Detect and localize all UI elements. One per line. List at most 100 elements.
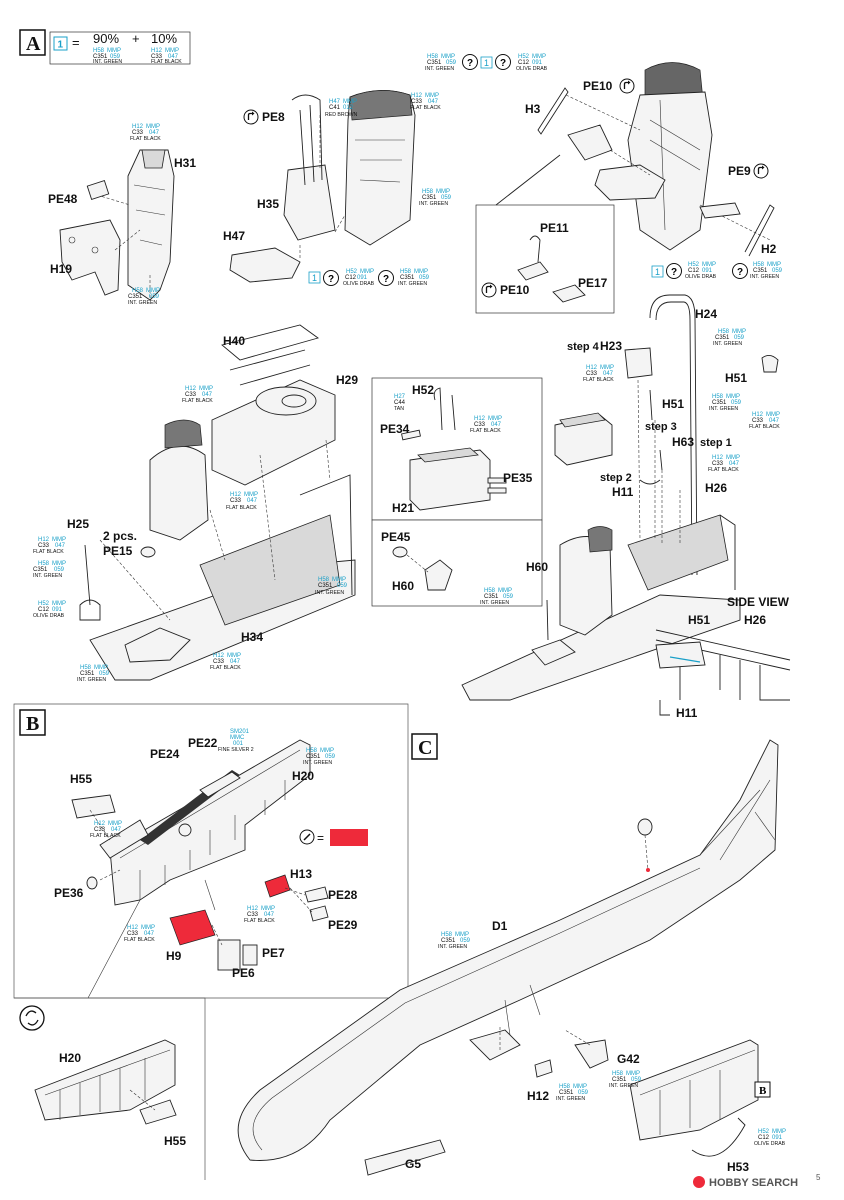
svg-text:MMP: MMP bbox=[320, 748, 334, 754]
svg-text:C33: C33 bbox=[132, 130, 144, 136]
svg-text:1: 1 bbox=[655, 267, 660, 277]
mix-equals: = bbox=[72, 35, 80, 50]
svg-text:H12: H12 bbox=[185, 386, 197, 392]
svg-text:MMP: MMP bbox=[441, 54, 455, 60]
svg-text:H58: H58 bbox=[753, 262, 765, 268]
part-pe17: PE17 bbox=[578, 276, 608, 290]
paint-h52-tan: H27 C44 TAN bbox=[394, 394, 406, 412]
step-3-label: step 3 bbox=[645, 421, 677, 433]
svg-text:C351: C351 bbox=[80, 671, 95, 677]
svg-text:059: 059 bbox=[325, 754, 336, 760]
part-pe10b: PE10 bbox=[500, 283, 530, 297]
svg-text:MMC: MMC bbox=[230, 735, 245, 741]
svg-text:INT. GREEN: INT. GREEN bbox=[419, 201, 448, 207]
part-g5: G5 bbox=[405, 1157, 421, 1171]
svg-text:059: 059 bbox=[503, 594, 514, 600]
svg-text:MMP: MMP bbox=[343, 99, 357, 105]
part-h35: H35 bbox=[257, 197, 279, 211]
mix-plus: + bbox=[132, 31, 140, 46]
mix-percent-2: 10% bbox=[151, 31, 177, 46]
svg-text:MMP: MMP bbox=[498, 588, 512, 594]
svg-text:INT. GREEN: INT. GREEN bbox=[609, 1083, 638, 1089]
part-two-pcs: 2 pcs. bbox=[103, 529, 137, 543]
svg-text:C351: C351 bbox=[400, 275, 415, 281]
svg-text:INT. GREEN: INT. GREEN bbox=[556, 1096, 585, 1102]
mix-step-number: 1 bbox=[58, 40, 64, 51]
svg-text:MMP: MMP bbox=[455, 932, 469, 938]
svg-text:C12: C12 bbox=[345, 275, 357, 281]
svg-text:C351: C351 bbox=[715, 335, 730, 341]
svg-text:059: 059 bbox=[419, 275, 430, 281]
svg-text:OLIVE DRAB: OLIVE DRAB bbox=[685, 274, 717, 280]
svg-text:H58: H58 bbox=[484, 588, 496, 594]
svg-text:C351: C351 bbox=[33, 567, 48, 573]
bend-icon-pe8 bbox=[243, 109, 259, 125]
part-h34: H34 bbox=[241, 630, 263, 644]
svg-text:MMP: MMP bbox=[108, 821, 122, 827]
svg-text:RED BROWN: RED BROWN bbox=[325, 112, 358, 118]
svg-text:C351: C351 bbox=[306, 754, 321, 760]
bend-icon-pe10b bbox=[481, 282, 497, 298]
svg-text:059: 059 bbox=[446, 60, 457, 66]
section-b-ref-box bbox=[754, 1081, 771, 1098]
part-pe24: PE24 bbox=[150, 747, 180, 761]
part-h13: H13 bbox=[290, 867, 312, 881]
svg-text:INT. GREEN: INT. GREEN bbox=[93, 59, 122, 65]
svg-text:059: 059 bbox=[54, 567, 65, 573]
svg-text:012: 012 bbox=[343, 105, 354, 111]
svg-text:?: ? bbox=[328, 274, 334, 285]
svg-text:INT. GREEN: INT. GREEN bbox=[480, 600, 509, 606]
svg-text:C33: C33 bbox=[94, 827, 106, 833]
svg-text:MMP: MMP bbox=[146, 288, 160, 294]
step-4-label: step 4 bbox=[567, 341, 600, 353]
bend-icon-pe10 bbox=[619, 78, 635, 94]
svg-text:H12: H12 bbox=[38, 537, 50, 543]
svg-text:C351: C351 bbox=[422, 195, 437, 201]
svg-text:H12: H12 bbox=[474, 416, 486, 422]
svg-text:MMP: MMP bbox=[626, 1071, 640, 1077]
svg-text:H27: H27 bbox=[394, 394, 406, 400]
svg-text:FLAT BLACK: FLAT BLACK bbox=[583, 377, 614, 383]
svg-text:MMP: MMP bbox=[767, 262, 781, 268]
red-swatch bbox=[330, 829, 368, 846]
svg-text:H12: H12 bbox=[230, 492, 242, 498]
h9-red-part bbox=[169, 909, 216, 946]
part-h19: H19 bbox=[50, 262, 72, 276]
part-h20b: H20 bbox=[59, 1051, 81, 1065]
part-pe9: PE9 bbox=[728, 164, 751, 178]
svg-text:FLAT BLACK: FLAT BLACK bbox=[470, 428, 501, 434]
part-pe10: PE10 bbox=[583, 79, 613, 93]
svg-text:1: 1 bbox=[484, 58, 489, 68]
svg-text:C351: C351 bbox=[427, 60, 442, 66]
svg-text:H58: H58 bbox=[306, 748, 318, 754]
svg-text:047: 047 bbox=[202, 392, 213, 398]
seat-h35-drawing bbox=[229, 90, 416, 283]
part-h53: H53 bbox=[727, 1160, 749, 1174]
h20-frame-view-drawing bbox=[34, 1039, 177, 1125]
svg-text:H58: H58 bbox=[559, 1084, 571, 1090]
svg-text:C33: C33 bbox=[712, 461, 724, 467]
svg-text:MMP: MMP bbox=[261, 906, 275, 912]
svg-text:047: 047 bbox=[603, 371, 614, 377]
svg-text:MMP: MMP bbox=[165, 48, 179, 54]
svg-text:TAN: TAN bbox=[394, 406, 404, 412]
svg-text:FLAT BLACK: FLAT BLACK bbox=[182, 398, 213, 404]
paint-pe22-silver: SM201 MMC 001 FINE SILVER 2 bbox=[218, 729, 254, 753]
svg-text:FLAT BLACK: FLAT BLACK bbox=[749, 424, 780, 430]
cockpit-floor-left-drawing bbox=[79, 324, 356, 681]
red-legend-equals: = bbox=[317, 831, 324, 845]
svg-text:FLAT BLACK: FLAT BLACK bbox=[90, 833, 121, 839]
svg-text:1: 1 bbox=[312, 273, 317, 283]
svg-text:C41: C41 bbox=[329, 105, 341, 111]
svg-text:059: 059 bbox=[631, 1077, 642, 1083]
